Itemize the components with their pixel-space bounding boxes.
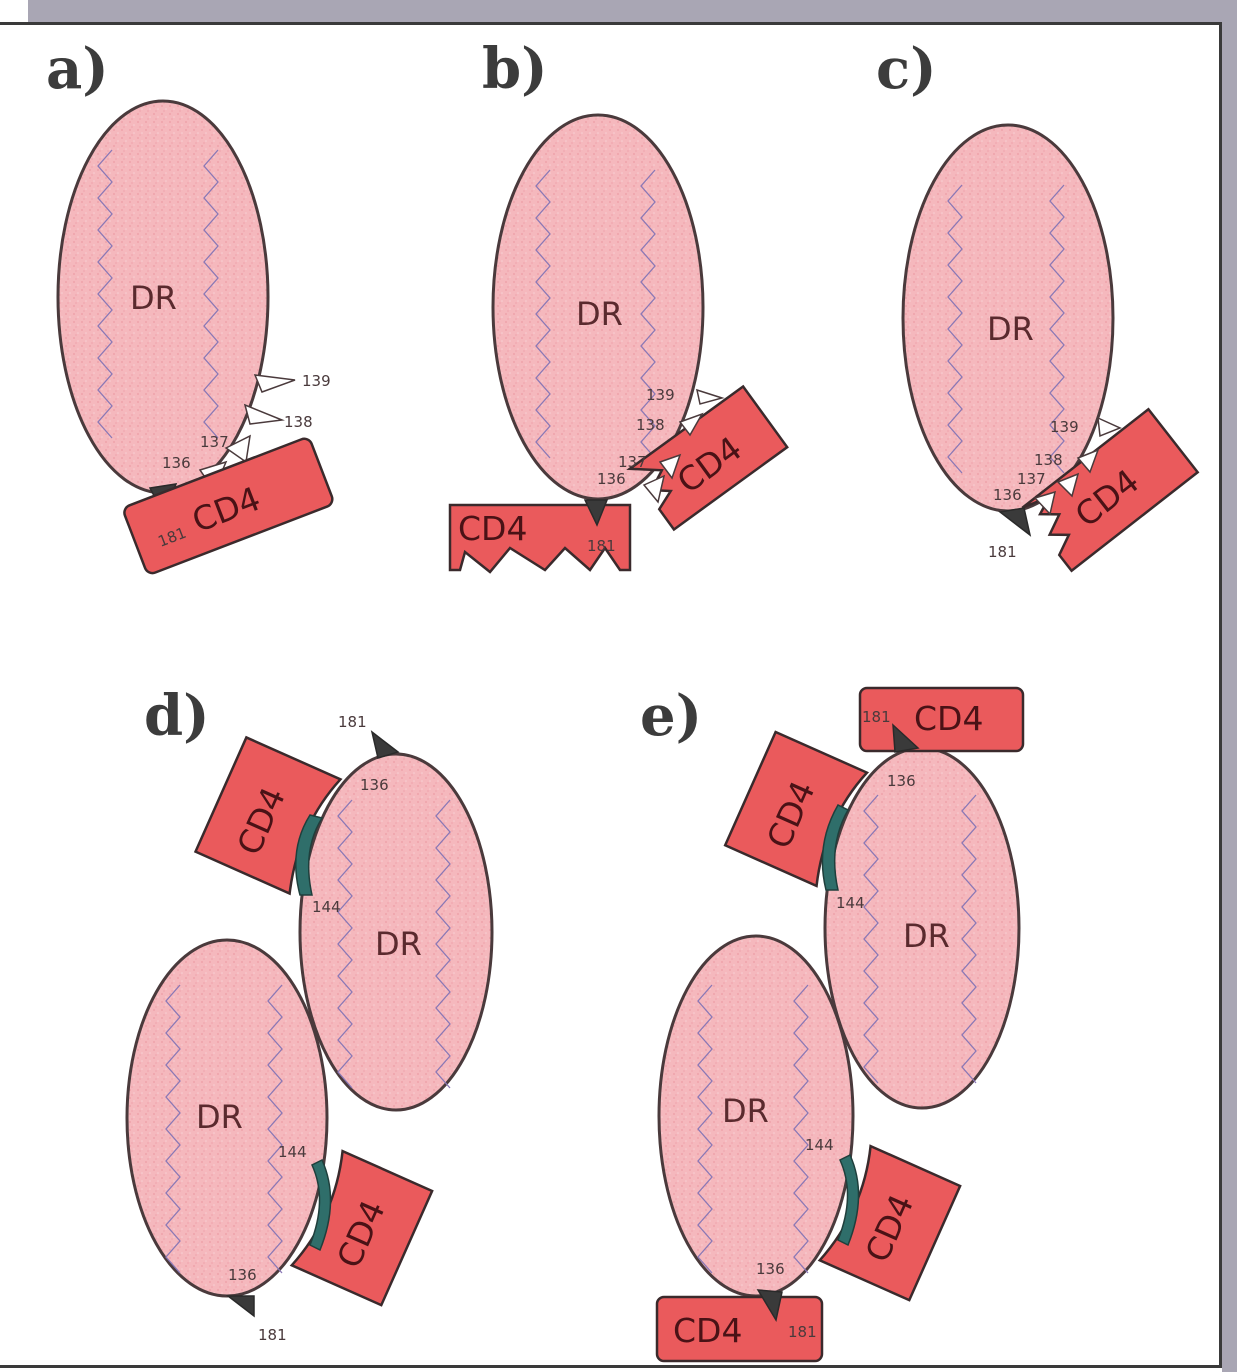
- panel-c-dr-label: DR: [987, 310, 1034, 348]
- panel-d-residue-181-marker-lower: [228, 1296, 254, 1316]
- panel-d-label-144-lower: 144: [278, 1143, 307, 1161]
- panel-b-label-137: 137: [618, 453, 647, 471]
- panel-a-label-138: 138: [284, 413, 313, 431]
- panel-b-cd4-label-bottom: CD4: [458, 509, 527, 548]
- panel-a-dr-label: DR: [130, 279, 177, 317]
- panel-b: b) DR CD4 181 CD4 139 138 137 136: [450, 36, 787, 572]
- panel-d-label: d): [144, 683, 210, 749]
- panel-c-residue-181-marker: [1000, 508, 1030, 535]
- panel-e: e) DR DR CD4 181 136 CD4 144 CD4 144 136: [640, 683, 1023, 1361]
- panel-e-cd4-label-top: CD4: [914, 699, 983, 738]
- panel-c-label-139: 139: [1050, 418, 1079, 436]
- panel-b-label-138: 138: [636, 416, 665, 434]
- panel-b-dr-label: DR: [576, 295, 623, 333]
- panel-a-residue-138-marker: [245, 405, 282, 424]
- panel-e-label-136-lower: 136: [756, 1260, 785, 1278]
- panel-c-label-136: 136: [993, 486, 1022, 504]
- panel-c-label: c): [876, 36, 937, 102]
- panel-e-dr-label-upper: DR: [903, 917, 950, 955]
- panel-e-dr-label-lower: DR: [722, 1092, 769, 1130]
- panel-d-dr-label-upper: DR: [375, 925, 422, 963]
- panel-a-label-136: 136: [162, 454, 191, 472]
- panel-c-label-181: 181: [988, 543, 1017, 561]
- panel-b-label: b): [482, 36, 548, 102]
- panel-d: d) DR DR CD4 181 136 144 CD4 144 136 181: [127, 683, 492, 1344]
- panel-c-label-138: 138: [1034, 451, 1063, 469]
- panel-d-label-136-lower: 136: [228, 1266, 257, 1284]
- panel-e-label-181-lower: 181: [788, 1323, 817, 1341]
- panel-a: a) DR CD4 181 139 138 137 136: [46, 36, 335, 575]
- panel-a-residue-139-marker: [255, 375, 295, 392]
- panel-e-label-181-upper: 181: [862, 708, 891, 726]
- panel-a-label-137: 137: [200, 433, 229, 451]
- panel-d-label-181-lower: 181: [258, 1326, 287, 1344]
- panel-a-label: a): [46, 36, 109, 102]
- panel-d-label-181-upper: 181: [338, 713, 367, 731]
- panel-e-label-144-lower: 144: [805, 1136, 834, 1154]
- panel-b-label-136: 136: [597, 470, 626, 488]
- panel-b-residue-136-marker: [644, 476, 664, 502]
- panel-e-label: e): [640, 683, 702, 749]
- panel-d-label-144-upper: 144: [312, 898, 341, 916]
- panel-b-label-181: 181: [587, 537, 616, 555]
- panel-e-label-136-upper: 136: [887, 772, 916, 790]
- panel-b-label-139: 139: [646, 386, 675, 404]
- panel-e-label-144-upper: 144: [836, 894, 865, 912]
- panel-e-cd4-label-bottom: CD4: [673, 1311, 742, 1350]
- panel-b-residue-139-marker: [697, 390, 722, 404]
- panel-d-label-136-upper: 136: [360, 776, 389, 794]
- panel-c: c) DR CD4 139 138 137 136 181: [876, 36, 1198, 571]
- panel-a-label-139: 139: [302, 372, 331, 390]
- panel-d-dr-label-lower: DR: [196, 1098, 243, 1136]
